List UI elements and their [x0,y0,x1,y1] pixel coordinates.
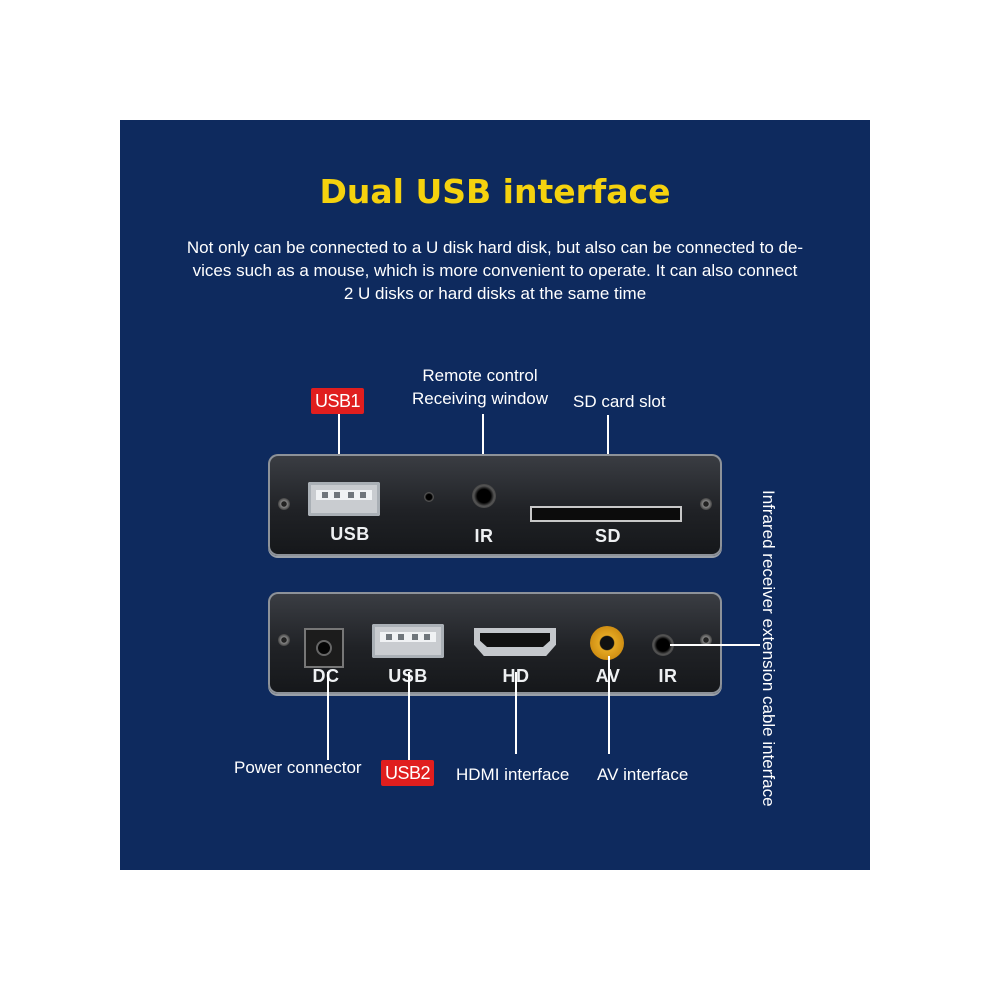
indicator-led [424,492,434,502]
power-connector-label: Power connector [234,758,362,777]
description-line-3: 2 U disks or hard disks at the same time [343,284,647,303]
silk-ir-label: IR [474,526,494,546]
silk-av-label: AV [596,666,621,687]
ir-leader-line [482,414,484,492]
page-title: Dual USB interface [319,172,671,211]
silk-dc-label: DC [312,666,340,686]
av-leader-line [608,656,610,754]
av-interface-label: AV interface [597,765,689,784]
sd-card-slot [530,506,682,522]
device-rear-panel: DC USB HD AV IR [268,592,722,694]
sd-card-slot-label: SD card slot [573,392,666,411]
dc-leader-line [327,672,329,760]
silk-usb-label: USB [388,666,428,687]
remote-control-label-line1: Remote control [422,366,538,385]
usb2-port [372,624,444,658]
device-front-panel: USB IR SD [268,454,722,556]
description-line-2: vices such as a mouse, which is more con… [192,261,798,280]
usb2-tag: USB2 [381,760,435,786]
screw-icon [700,634,712,646]
description-line-1: Not only can be connected to a U disk ha… [186,238,804,257]
hdmi-interface-label: HDMI interface [456,765,570,784]
av-jack [590,626,624,660]
screw-icon [278,498,290,510]
ir-extension-leader-line [670,644,760,646]
silk-usb-label: USB [330,524,370,544]
ir-extension-label: Infrared receiver extension cable interf… [759,490,778,807]
silk-ir-label: IR [658,666,678,686]
screw-icon [278,634,290,646]
dc-power-jack [304,628,344,668]
hdmi-port [474,628,556,656]
remote-control-label-line2: Receiving window [411,389,549,408]
ir-extension-jack [652,634,674,656]
description: Not only can be connected to a U disk ha… [148,236,842,305]
hdmi-leader-line [515,672,517,754]
usb2-leader-line [408,672,410,762]
usb1-tag: USB1 [311,388,365,414]
usb1-port [308,482,380,516]
ir-receiver-window [472,484,496,508]
screw-icon [700,498,712,510]
silk-sd-label: SD [594,526,622,546]
